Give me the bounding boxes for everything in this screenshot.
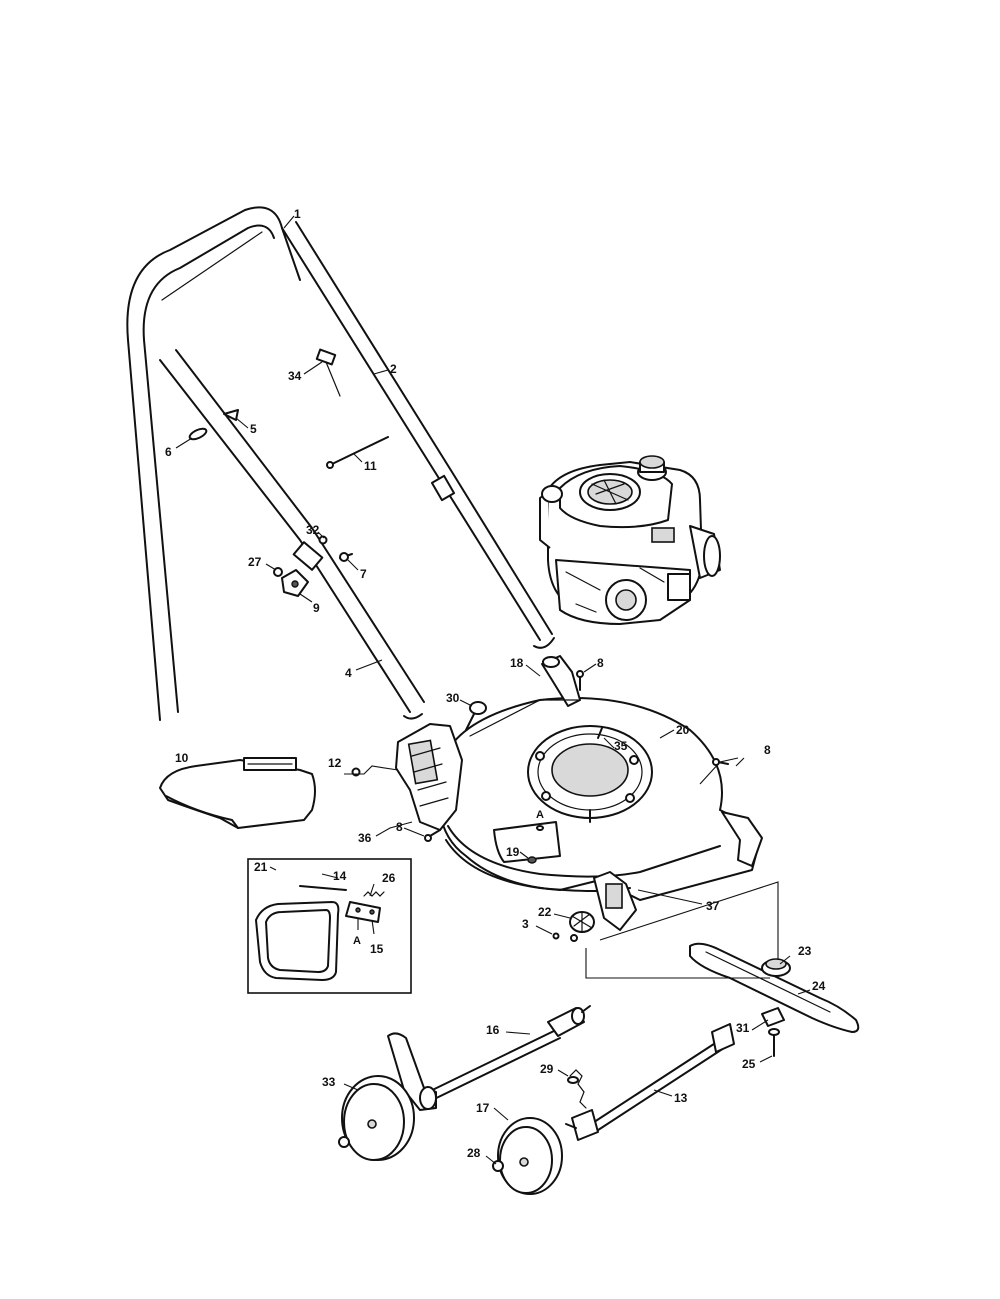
callout-21: 21: [254, 860, 268, 874]
callout-23: 23: [798, 944, 812, 958]
callout-4: 4: [345, 666, 352, 680]
engine: [539, 455, 721, 625]
callout-26: 26: [382, 871, 396, 885]
rear-wheel: [338, 1075, 415, 1161]
callout-27: 27: [248, 555, 262, 569]
callout-13: 13: [674, 1091, 688, 1105]
callout-35: 35: [614, 739, 628, 753]
front-wheel: [492, 1117, 563, 1195]
front-axle-assembly: [387, 1005, 591, 1111]
callout-29: 29: [540, 1062, 554, 1076]
handle-assembly: [126, 206, 555, 721]
callout-22: 22: [538, 905, 552, 919]
callout-32: 32: [306, 523, 320, 537]
reference-mark-a-inset: A: [353, 935, 361, 947]
callout-37: 37: [706, 899, 720, 913]
callout-36: 36: [358, 831, 372, 845]
handle-hardware: [188, 348, 389, 597]
callout-7: 7: [360, 567, 367, 581]
rear-flap: [159, 757, 316, 829]
callout-20: 20: [676, 723, 690, 737]
callout-11: 11: [364, 459, 377, 473]
callout-8-right: 8: [764, 743, 771, 757]
discharge-chute-inset: [247, 858, 412, 994]
deck: [395, 655, 763, 942]
callout-30: 30: [446, 691, 460, 705]
callout-2: 2: [390, 362, 397, 376]
callout-14: 14: [333, 869, 347, 883]
callout-5: 5: [250, 422, 257, 436]
callout-16: 16: [486, 1023, 500, 1037]
leader-lines: [175, 215, 811, 1165]
callout-10: 10: [175, 751, 189, 765]
callout-15: 15: [370, 942, 384, 956]
rear-axle-assembly: [565, 1023, 735, 1141]
callout-33: 33: [322, 1075, 336, 1089]
callouts: 1 2 3 4 5 6 7 8 8 8 9 10 11 12 13 14 15 …: [165, 207, 826, 1160]
blade-assembly: [689, 942, 860, 1057]
callout-9: 9: [313, 601, 320, 615]
callout-34: 34: [288, 369, 302, 383]
callout-31: 31: [736, 1021, 750, 1035]
callout-12: 12: [328, 756, 342, 770]
callout-6: 6: [165, 445, 172, 459]
callout-18: 18: [510, 656, 524, 670]
callout-28: 28: [467, 1146, 481, 1160]
reference-mark-a-deck: A: [536, 809, 544, 821]
callout-19: 19: [506, 845, 520, 859]
callout-8-left: 8: [396, 820, 403, 834]
callout-1: 1: [294, 207, 301, 221]
callout-3: 3: [522, 917, 529, 931]
callout-17: 17: [476, 1101, 490, 1115]
callout-24: 24: [812, 979, 826, 993]
callout-25: 25: [742, 1057, 756, 1071]
callout-8-top: 8: [597, 656, 604, 670]
